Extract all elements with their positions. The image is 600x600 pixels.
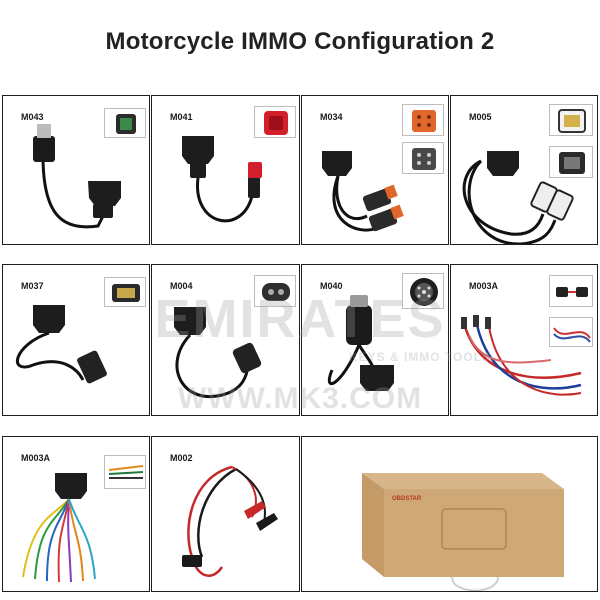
connector-thumbnail bbox=[104, 277, 146, 307]
connector-thumbnail bbox=[549, 146, 593, 178]
cable-code: M002 bbox=[170, 453, 193, 463]
cable-card-m003a: M003A bbox=[450, 264, 598, 416]
cable-code: M041 bbox=[170, 112, 193, 122]
cable-card-m037: M037 bbox=[2, 264, 150, 416]
package-box-card: OBDSTAR bbox=[301, 436, 598, 592]
cable-card-m003a-bundle: M003A bbox=[2, 436, 150, 592]
cable-image bbox=[22, 473, 96, 583]
connector-thumbnail bbox=[104, 455, 146, 489]
cable-code: M037 bbox=[21, 281, 44, 291]
cable-code: M040 bbox=[320, 281, 343, 291]
cable-image bbox=[182, 465, 278, 577]
cable-card-m043: M043 bbox=[2, 95, 150, 245]
connector-thumbnail bbox=[549, 275, 593, 307]
connector-thumbnail bbox=[402, 142, 444, 174]
connector-thumbnail bbox=[104, 108, 146, 138]
cable-card-m005: M005 bbox=[450, 95, 598, 245]
package-box-image: OBDSTAR bbox=[362, 473, 564, 591]
cable-card-m004: M004 bbox=[151, 264, 300, 416]
cable-image bbox=[461, 315, 582, 396]
connector-thumbnail bbox=[254, 275, 296, 307]
cable-image bbox=[174, 307, 262, 398]
cable-card-m040: M040 bbox=[301, 264, 449, 416]
connector-thumbnail bbox=[549, 317, 593, 347]
cable-code: M003A bbox=[469, 281, 499, 291]
cable-code: M003A bbox=[21, 453, 51, 463]
box-brand-text: OBDSTAR bbox=[392, 496, 422, 502]
connector-thumbnail bbox=[402, 273, 444, 309]
connector-thumbnail bbox=[402, 104, 444, 136]
cable-card-m002: M002 bbox=[151, 436, 300, 592]
cable-code: M043 bbox=[21, 112, 44, 122]
cable-card-m041: M041 bbox=[151, 95, 300, 245]
cable-image bbox=[182, 136, 262, 223]
cable-image bbox=[322, 151, 404, 232]
cable-card-m034: M034 bbox=[301, 95, 449, 245]
cable-image bbox=[327, 295, 394, 391]
cable-image bbox=[15, 305, 107, 384]
cable-code: M005 bbox=[469, 112, 492, 122]
connector-thumbnail bbox=[549, 104, 593, 136]
cable-image bbox=[33, 124, 121, 229]
cable-code: M004 bbox=[170, 281, 193, 291]
cable-image bbox=[462, 151, 574, 244]
connector-thumbnail bbox=[254, 106, 296, 138]
page-title: Motorcycle IMMO Configuration 2 bbox=[105, 28, 495, 55]
cable-code: M034 bbox=[320, 112, 343, 122]
